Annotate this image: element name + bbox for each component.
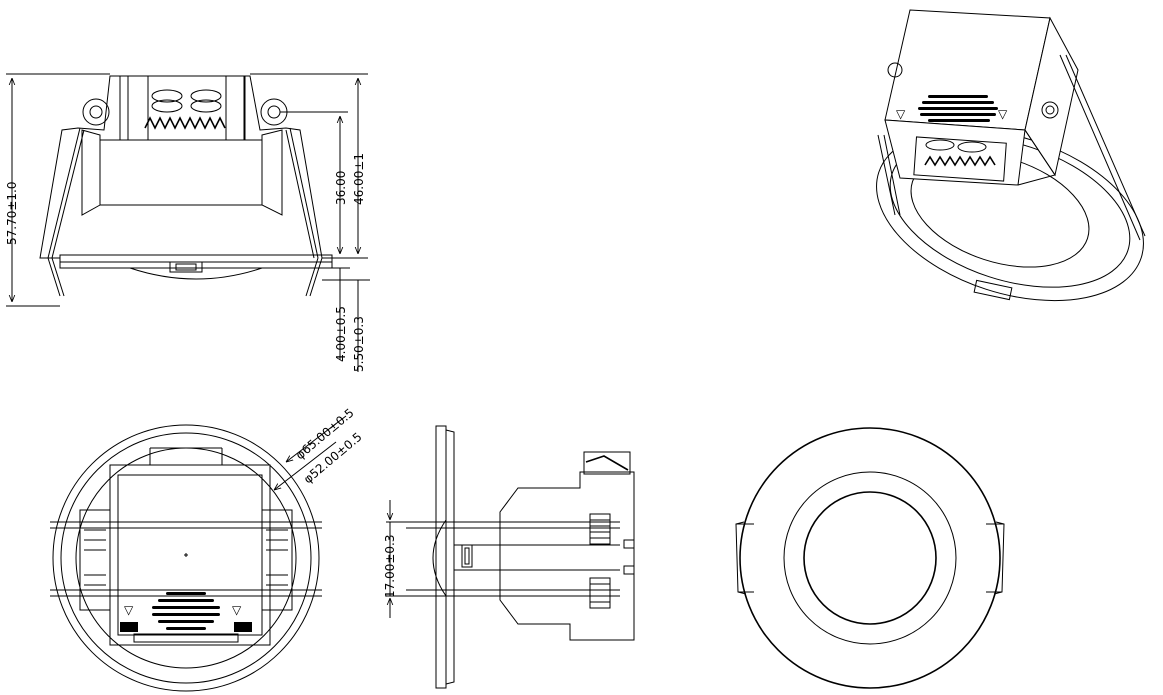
dim-inner-height: 36.00 (334, 171, 348, 205)
dim-body-height: 46.00±1 (352, 153, 366, 205)
bottom-view-dimensions: φ65.00±0.5 φ52.00±0.5 (274, 406, 365, 490)
iso-view: ▽ ▽ (876, 9, 1146, 302)
bottom-view: ▽ ▽ (50, 424, 322, 692)
dim-flange-a: 4.00±0.5 (334, 306, 348, 362)
dim-spring-spacing: 17.00±0.3 (383, 535, 397, 599)
bottom-marker-left: ▽ (124, 603, 134, 617)
bottom-speaker-grille (152, 592, 220, 630)
iso-marker-left: ▽ (896, 107, 906, 121)
front-view (39, 75, 333, 297)
front-view-dimensions: 57.70±1.0 36.00 46.00±1 4.00±0.5 5.50±0.… (5, 73, 370, 372)
dim-flange-b: 5.50±0.3 (352, 316, 366, 372)
iso-marker-right: ▽ (998, 107, 1008, 121)
dim-overall-height: 57.70±1.0 (5, 182, 19, 246)
bottom-marker-right: ▽ (232, 603, 242, 617)
side-view-dimensions: 17.00±0.3 (383, 500, 406, 618)
top-view (735, 427, 1005, 689)
side-view (406, 425, 635, 689)
iso-speaker-grille (918, 95, 998, 122)
